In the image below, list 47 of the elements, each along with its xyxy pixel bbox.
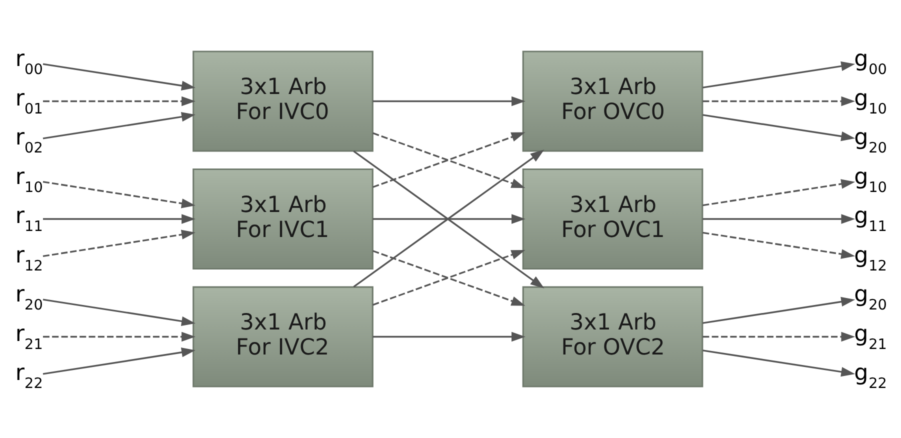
arrow bbox=[702, 114, 856, 142]
node-text: r$_{21}$ bbox=[15, 320, 43, 353]
arrow bbox=[372, 214, 526, 224]
node-text: r$_{00}$ bbox=[15, 46, 43, 78]
node-text: g$_{21}$ bbox=[854, 320, 887, 353]
node-text: g$_{12}$ bbox=[854, 242, 887, 274]
arrow bbox=[702, 96, 856, 106]
arrow bbox=[42, 348, 196, 375]
node-text: g$_{20}$ bbox=[854, 282, 887, 314]
node-box: 3x1 Arb For OVC1 bbox=[522, 168, 704, 270]
arrow bbox=[43, 332, 196, 342]
arrow bbox=[702, 332, 856, 342]
node-text: r$_{01}$ bbox=[15, 85, 43, 118]
arrow bbox=[42, 230, 196, 258]
node-text: r$_{12}$ bbox=[15, 242, 43, 274]
arrow bbox=[42, 298, 196, 326]
arrow bbox=[372, 96, 526, 106]
node-text: g$_{22}$ bbox=[854, 360, 887, 392]
arrow bbox=[42, 63, 196, 90]
arrow bbox=[702, 61, 856, 88]
arrow bbox=[702, 179, 856, 206]
node-text: r$_{10}$ bbox=[15, 164, 43, 196]
arrow bbox=[372, 250, 526, 306]
arrow bbox=[43, 96, 196, 106]
arrow bbox=[42, 112, 196, 140]
node-text: g$_{10}$ bbox=[854, 85, 887, 118]
arrow bbox=[42, 180, 196, 208]
node-box: 3x1 Arb For OVC2 bbox=[522, 286, 704, 388]
node-box: 3x1 Arb For IVC1 bbox=[192, 168, 374, 270]
node-box: 3x1 Arb For IVC2 bbox=[192, 286, 374, 388]
node-text: r$_{11}$ bbox=[15, 203, 43, 236]
node-text: g$_{00}$ bbox=[854, 46, 887, 78]
node-text: r$_{20}$ bbox=[15, 282, 43, 314]
arrow bbox=[702, 214, 856, 224]
node-box: 3x1 Arb For OVC0 bbox=[522, 50, 704, 152]
node-text: g$_{20}$ bbox=[854, 124, 887, 157]
arrow bbox=[372, 132, 526, 188]
node-text: g$_{10}$ bbox=[854, 164, 887, 196]
arrow bbox=[702, 232, 856, 259]
node-text: r$_{22}$ bbox=[15, 360, 43, 392]
node-box: 3x1 Arb For IVC0 bbox=[192, 50, 374, 152]
arrow bbox=[702, 350, 856, 377]
arrow bbox=[702, 296, 856, 324]
node-text: r$_{02}$ bbox=[15, 124, 43, 157]
arrow bbox=[43, 214, 196, 224]
arrow bbox=[372, 332, 526, 342]
node-text: g$_{11}$ bbox=[854, 203, 887, 236]
